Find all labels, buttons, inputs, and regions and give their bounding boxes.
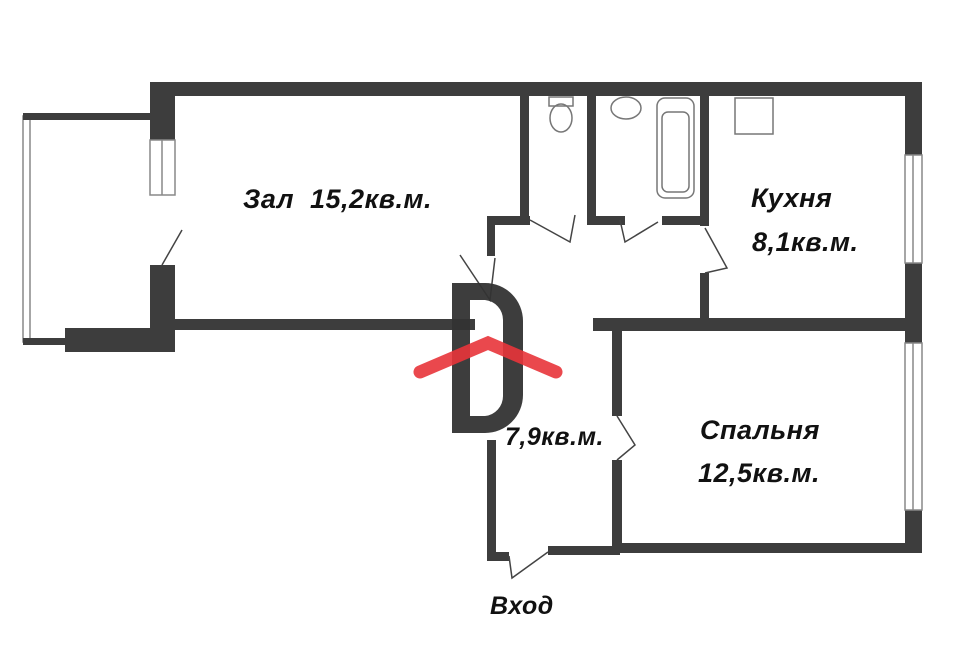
room-kitchen-name: Кухня [751,183,833,213]
room-living: Зал 15,2кв.м. [243,184,432,215]
fixtures [548,96,774,199]
doors [161,214,729,580]
logo [413,283,563,433]
room-kitchen-area: 8,1кв.м. [752,227,859,257]
bathtub-icon [656,97,695,199]
room-name: Зал [243,184,294,214]
balcony [23,113,150,345]
sink-icon [610,96,642,120]
entrance-label: Вход [490,592,554,620]
walls [65,82,922,561]
room-bedroom-name: Спальня [700,415,820,445]
stove-icon [734,97,774,135]
room-bedroom-area: 12,5кв.м. [698,458,821,488]
toilet-icon [549,103,573,133]
room-hall-area: 7,9кв.м. [505,423,604,451]
room-area: 15,2кв.м. [310,184,433,214]
